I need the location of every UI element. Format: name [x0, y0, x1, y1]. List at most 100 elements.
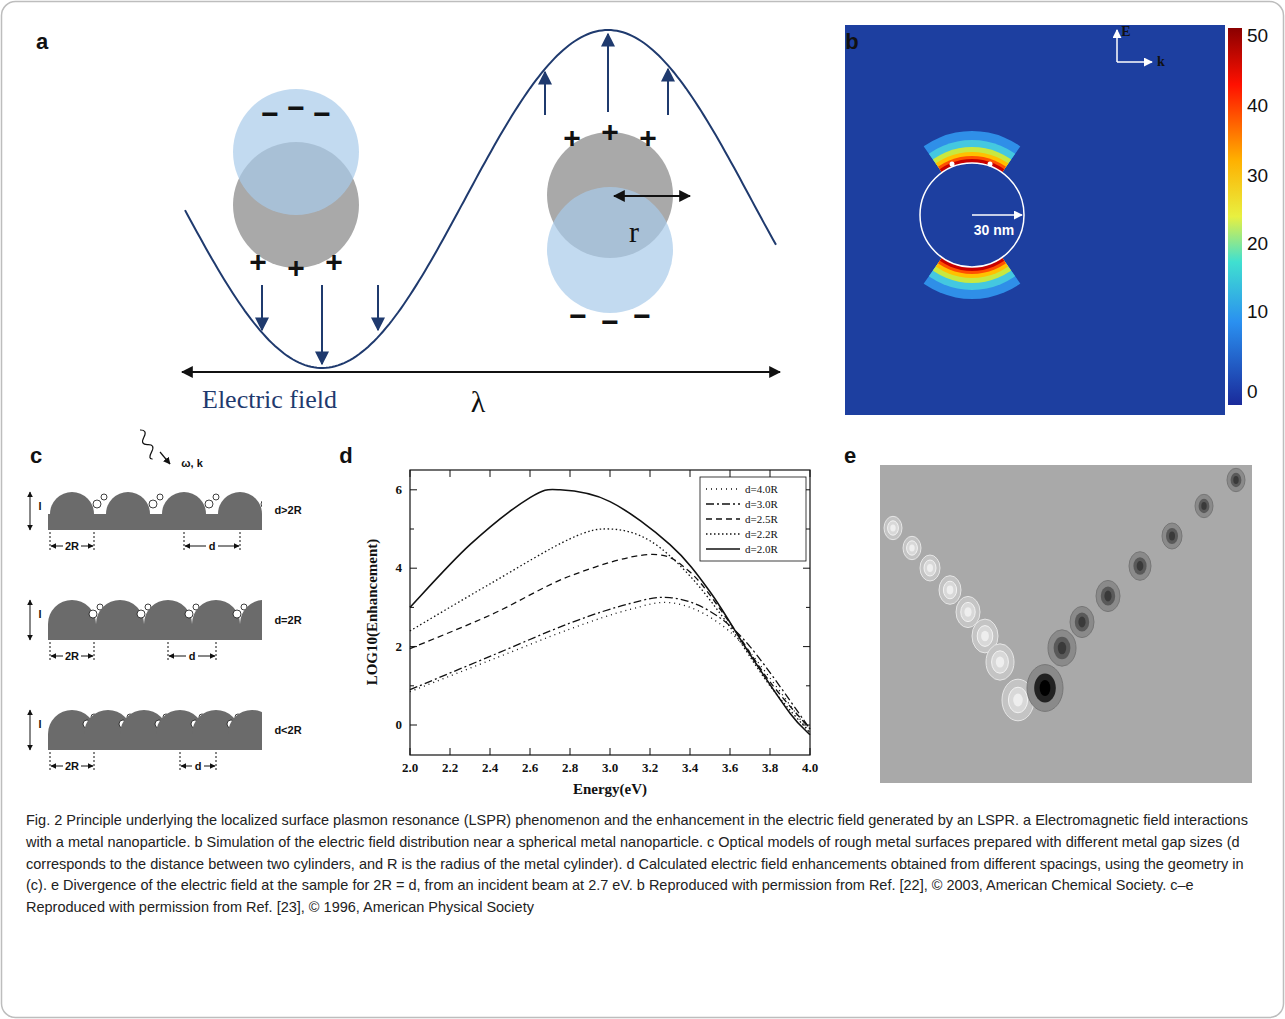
dim-arrow	[218, 546, 239, 547]
tick-label: 3.6	[722, 760, 738, 776]
figure-shape	[667, 69, 669, 115]
x-tick	[450, 748, 451, 755]
figure-caption: Fig. 2 Principle underlying the localize…	[26, 810, 1258, 919]
y-tick	[806, 607, 810, 608]
legend-text: d=2.5R	[745, 513, 778, 525]
field-map	[845, 25, 1225, 415]
dimension-label: l	[38, 718, 41, 730]
x-tick	[810, 748, 811, 755]
contour	[1166, 528, 1178, 544]
contour	[1054, 637, 1071, 659]
surface-profiles	[48, 492, 262, 750]
charge-sign: −	[287, 93, 305, 123]
tick-label: 0	[396, 717, 403, 733]
contour	[947, 586, 954, 595]
legend-sample	[706, 488, 740, 489]
height-arrow	[30, 492, 31, 530]
y-tick	[410, 489, 417, 490]
radius-arrow	[614, 195, 690, 197]
contour	[1101, 586, 1115, 605]
panel-letter: e	[844, 443, 856, 469]
axis-title: Energy(eV)	[573, 781, 647, 798]
x-tick	[530, 748, 531, 755]
wavelength-label: λ	[471, 385, 486, 419]
molecule	[185, 610, 193, 618]
x-tick	[650, 748, 651, 755]
colorbar-tick: 50	[1247, 25, 1268, 47]
contour	[1013, 694, 1023, 707]
marker-dot	[988, 162, 993, 167]
contour	[890, 524, 895, 531]
x-tick	[770, 748, 771, 755]
dim-tick	[94, 642, 95, 662]
contour	[996, 656, 1004, 667]
tick-label: 2.2	[442, 760, 458, 776]
contour	[924, 560, 936, 576]
contour	[907, 541, 918, 555]
y-tick	[410, 685, 414, 686]
electron-cloud	[233, 89, 359, 215]
charge-sign: +	[287, 253, 305, 283]
molecule	[213, 494, 219, 500]
panel-b-art	[845, 25, 1242, 415]
figure-shape	[321, 285, 323, 364]
dimension-label: l	[38, 500, 41, 512]
panel-e-art	[880, 465, 1252, 783]
charge-sign: +	[639, 123, 657, 153]
dimension-label: l	[38, 608, 41, 620]
panel-d-art	[410, 470, 810, 755]
contour	[1129, 552, 1151, 581]
contour	[1231, 473, 1242, 487]
dimension-label: 2R	[65, 540, 79, 552]
x-tick	[610, 748, 611, 755]
tick-label: 2	[396, 639, 403, 655]
e-axis	[1116, 30, 1118, 62]
marker-dot	[950, 162, 955, 167]
tick-label: 3.2	[642, 760, 658, 776]
beam-label: ω, k	[181, 457, 203, 469]
panel-letter: a	[36, 29, 48, 55]
axis-label: Electric field	[202, 385, 337, 415]
contour	[1096, 580, 1120, 611]
tick-label: 3.0	[602, 760, 618, 776]
contour	[1199, 499, 1210, 513]
legend-text: d=4.0R	[745, 483, 778, 495]
metal-base	[48, 514, 262, 530]
dim-arrow	[81, 546, 93, 547]
incident-arrow	[160, 452, 170, 464]
contour	[920, 555, 940, 581]
height-arrow	[30, 600, 31, 640]
contour	[1227, 468, 1245, 491]
y-tick	[410, 725, 417, 726]
gap-label: d>2R	[274, 504, 301, 516]
divergence-map	[880, 465, 1252, 783]
charge-sign: −	[313, 99, 331, 129]
colorbar-tick: 10	[1247, 301, 1268, 323]
y-tick	[806, 529, 810, 530]
dipole-lobes	[888, 131, 1056, 299]
contour	[1070, 606, 1094, 637]
charge-sign: −	[569, 301, 587, 331]
x-tick	[570, 470, 571, 477]
contour	[977, 626, 993, 647]
wavelength-arrow	[182, 371, 780, 373]
tick-label: 4.0	[802, 760, 818, 776]
contour	[927, 564, 933, 572]
panel-letter: b	[845, 29, 858, 55]
contour	[1008, 687, 1027, 713]
metal-cylinder	[48, 600, 96, 624]
charge-sign: +	[601, 117, 619, 147]
contour	[1133, 557, 1146, 575]
metal-cylinder	[96, 600, 144, 624]
tick-label: 3.4	[682, 760, 698, 776]
charge-sign: −	[601, 307, 619, 337]
charge-sign: −	[633, 301, 651, 331]
color-bar	[1228, 28, 1242, 405]
contour	[1195, 494, 1213, 517]
dimension-label: 2R	[65, 650, 79, 662]
dim-arrow	[181, 766, 192, 767]
nanoparticle	[920, 163, 1024, 267]
panel-c-art	[30, 428, 318, 772]
axis-label: E	[1121, 24, 1130, 40]
axis-title: LOG10(Enhancement)	[364, 539, 381, 686]
